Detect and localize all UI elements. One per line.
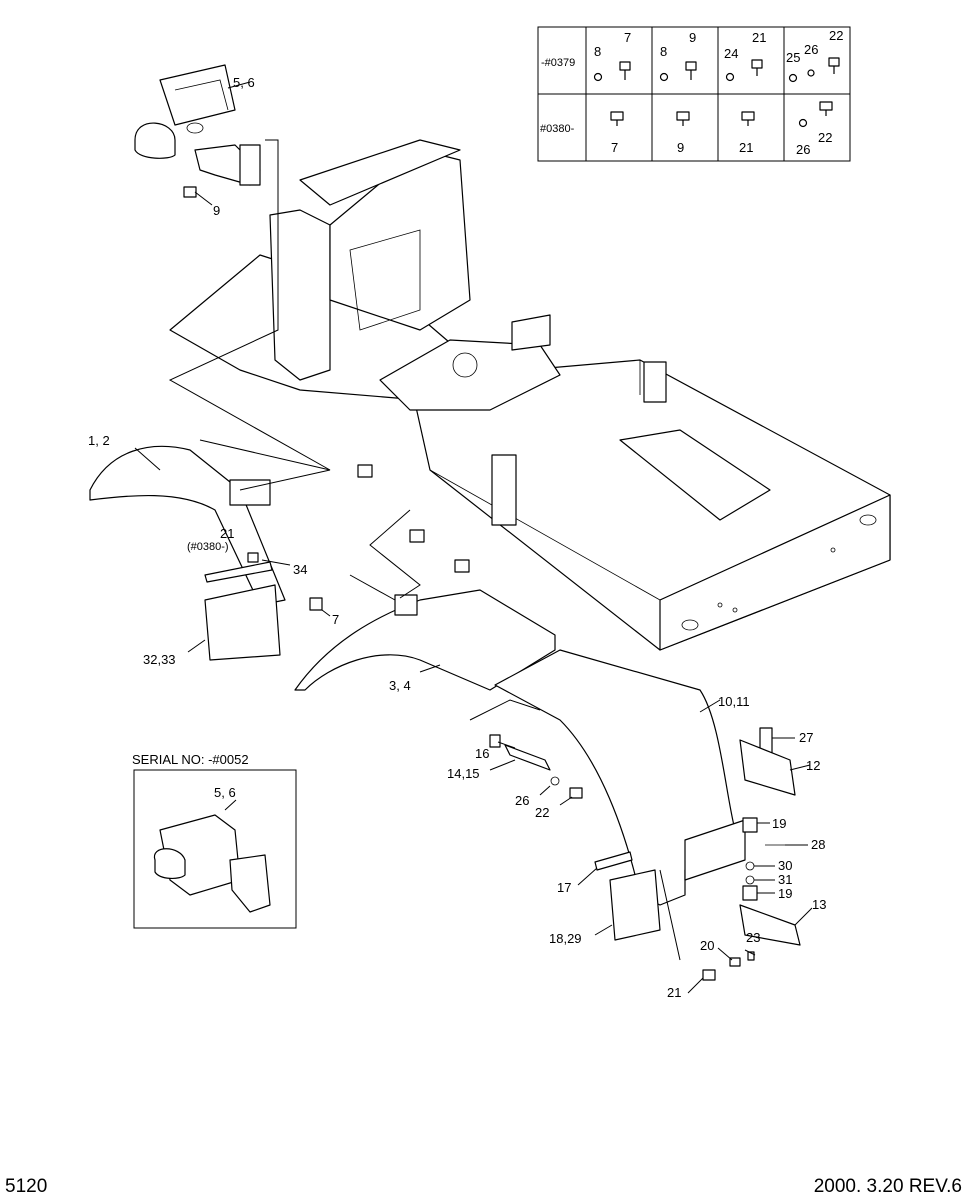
nut-icon: [751, 59, 763, 76]
inset-serial-label: SERIAL NO: -#0052: [132, 752, 249, 767]
callout-31: 31: [778, 872, 792, 887]
callout-18-29: 18,29: [549, 931, 582, 946]
callout-12: 12: [806, 758, 820, 773]
table-r1c4-c: 22: [829, 28, 843, 43]
page-number: 5120: [5, 1176, 47, 1197]
main-frame: [169, 139, 891, 651]
table-row2-label: #0380-: [540, 123, 575, 135]
callout-27: 27: [799, 730, 813, 745]
bolt-icon: [828, 57, 840, 74]
handle-assembly: [134, 64, 261, 198]
callout-23: 23: [746, 930, 760, 945]
callout-10-11: 10,11: [718, 694, 750, 709]
callout-34: 34: [293, 562, 307, 577]
table-row1-label: -#0379: [541, 57, 575, 69]
callout-20: 20: [700, 938, 714, 953]
callout-17: 17: [557, 880, 571, 895]
table-r2c4-a: 26: [796, 142, 810, 157]
callout-labels: 5, 6 9 1, 2 21 (#0380-) 34 7 32,33 3, 4 …: [88, 75, 826, 1000]
washer-icon: [593, 72, 603, 82]
table-r1c1-a: 8: [594, 44, 601, 59]
callout-32-33: 32,33: [143, 652, 176, 667]
table-r2c4-b: 22: [818, 130, 832, 145]
callout-19b: 19: [778, 886, 792, 901]
table-r2c1: 7: [611, 140, 618, 155]
date-revision: 2000. 3.20 REV.6: [814, 1176, 962, 1197]
callout-19a: 19: [772, 816, 786, 831]
table-r1c4-a: 25: [786, 50, 800, 65]
clip-icon: [819, 101, 833, 116]
clip-icon: [676, 111, 690, 126]
callout-21-bottom: 21: [667, 985, 681, 1000]
washer-icon: [788, 73, 798, 83]
callout-30: 30: [778, 858, 792, 873]
table-r2c2: 9: [677, 140, 684, 155]
callout-0380: (#0380-): [187, 541, 229, 553]
table-r2c3: 21: [739, 140, 753, 155]
washer-icon: [659, 72, 669, 82]
table-r1c2-a: 8: [660, 44, 667, 59]
callout-1-2: 1, 2: [88, 433, 110, 448]
parts-table: -#0379 #0380- 8 7 8 9 24 21 25 26 22 7 9…: [537, 26, 851, 162]
callout-5-6-top: 5, 6: [233, 75, 255, 90]
callout-9-top: 9: [213, 203, 220, 218]
callout-14-15: 14,15: [447, 766, 480, 781]
callout-26: 26: [515, 793, 529, 808]
callout-16: 16: [475, 746, 489, 761]
washer-icon: [798, 118, 808, 128]
fender-right-rear: [489, 649, 801, 981]
callout-21-left: 21: [220, 526, 234, 541]
leader-lines: [134, 81, 813, 994]
clip-icon: [741, 111, 755, 126]
table-r1c3-b: 21: [752, 30, 766, 45]
fender-center: [294, 589, 556, 691]
bolt-icon: [685, 61, 697, 80]
serial-inset: SERIAL NO: -#0052 5, 6: [132, 752, 297, 929]
callout-13: 13: [812, 897, 826, 912]
callout-28: 28: [811, 837, 825, 852]
bolt-icon: [619, 61, 631, 80]
washer-icon: [725, 72, 735, 82]
table-r1c4-b: 26: [804, 42, 818, 57]
callout-7: 7: [332, 612, 339, 627]
fender-left-front: [89, 445, 323, 661]
clip-icon: [610, 111, 624, 126]
table-r1c2-b: 9: [689, 30, 696, 45]
callout-22: 22: [535, 805, 549, 820]
inset-callout-5-6: 5, 6: [214, 785, 236, 800]
table-r1c3-a: 24: [724, 46, 738, 61]
callout-3-4: 3, 4: [389, 678, 411, 693]
table-r1c1-b: 7: [624, 30, 631, 45]
washer-icon: [807, 69, 815, 77]
